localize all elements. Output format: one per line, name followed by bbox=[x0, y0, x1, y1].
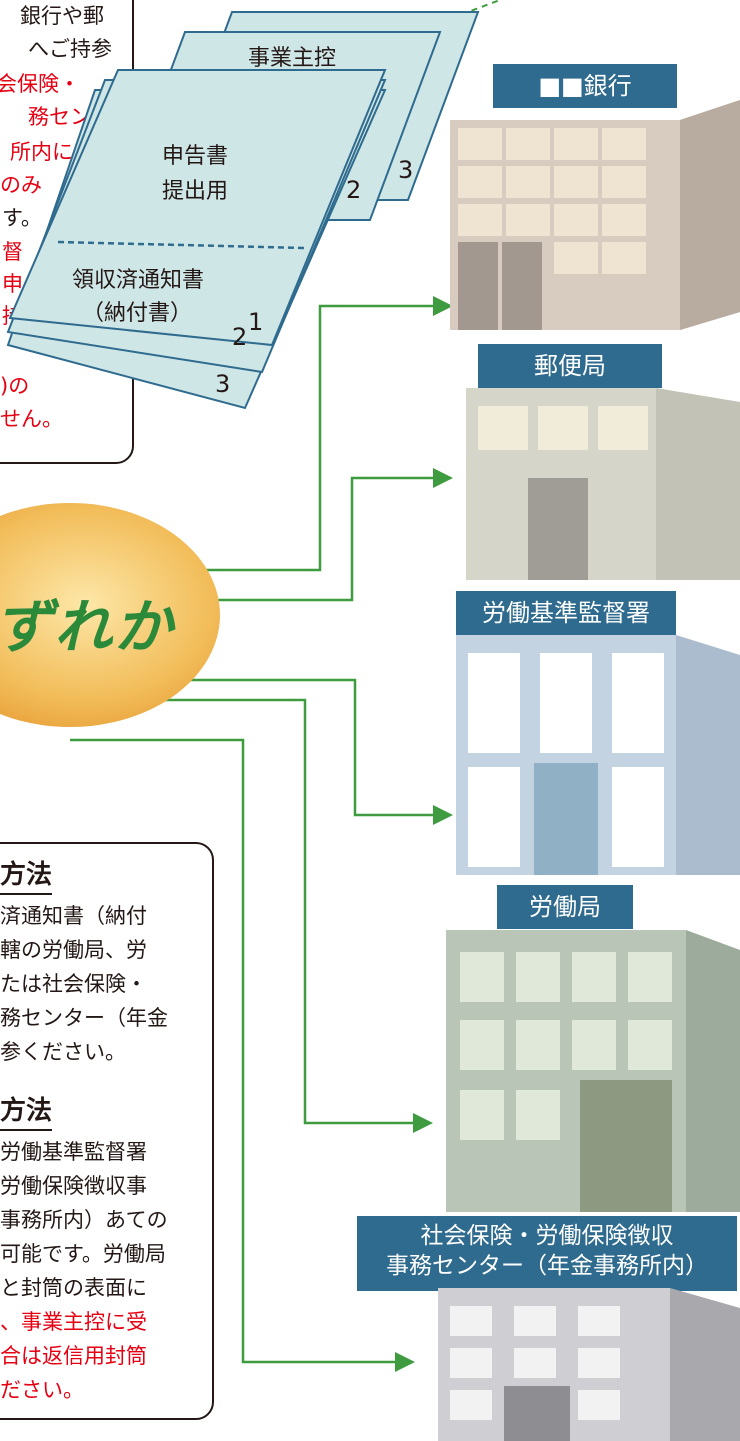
sheet1-number: 1 bbox=[248, 308, 264, 336]
center-oval-text: ずれか bbox=[0, 593, 175, 661]
top-line: )の bbox=[0, 374, 30, 398]
labor-standards-building-icon bbox=[456, 635, 740, 875]
method2-line: と封筒の表面に bbox=[0, 1276, 147, 1300]
method2-line: 合は返信用封筒 bbox=[0, 1344, 147, 1368]
submission-label-2: 提出用 bbox=[162, 179, 229, 204]
sheet2-number: 2 bbox=[346, 176, 362, 204]
top-line: 務セン bbox=[28, 105, 91, 129]
sheet2b-number: 2 bbox=[232, 323, 248, 351]
method2-line: 、事業主控に受 bbox=[0, 1310, 147, 1334]
method2-line: 労働基準監督署 bbox=[0, 1140, 147, 1164]
method1-line: たは社会保険・ bbox=[0, 972, 147, 996]
collection-center-label-line2: 事務センター（年金事務所内） bbox=[386, 1253, 708, 1279]
labor-bureau-building-icon bbox=[446, 930, 740, 1212]
top-line: へご持参 bbox=[28, 37, 112, 61]
sheet3-number: 3 bbox=[398, 156, 414, 184]
bottom-info-box bbox=[0, 842, 214, 1420]
top-line: 会保険・ bbox=[0, 72, 80, 96]
top-line: のみ bbox=[0, 173, 42, 197]
labor-standards-office-label: 労働基準監督署 bbox=[456, 591, 676, 635]
method1-line: 済通知書（納付 bbox=[0, 904, 147, 928]
top-line: 所内に bbox=[10, 140, 73, 164]
top-line: せん。 bbox=[0, 407, 63, 431]
bottom-info-text: 方法 済通知書（納付 轄の労働局、労 たは社会保険・ 務センター（年金 参くださ… bbox=[0, 842, 210, 1416]
method2-line: 労働保険徴収事 bbox=[0, 1174, 147, 1198]
method2-line: 事務所内）あての bbox=[0, 1208, 168, 1232]
arrow-to-center bbox=[70, 738, 415, 1372]
top-info-text: 銀行や郵 へご持参 会保険・ 務セン 所内に のみ す。 督 申 持 )の せん… bbox=[0, 0, 128, 460]
collection-center-label-line1: 社会保険・労働保険徴収 bbox=[420, 1223, 674, 1249]
collection-center-building-icon bbox=[438, 1288, 740, 1441]
method1-line: 轄の労働局、労 bbox=[0, 938, 147, 962]
bank-building-icon bbox=[450, 100, 740, 330]
top-line: 申 bbox=[2, 272, 23, 296]
method2-line: 可能です。労働局 bbox=[0, 1242, 166, 1266]
collection-center-label: 社会保険・労働保険徴収 事務センター（年金事務所内） bbox=[357, 1216, 737, 1291]
form-sheets bbox=[6, 0, 501, 410]
top-line: 督 bbox=[2, 240, 23, 264]
post-office-building-icon bbox=[466, 388, 740, 580]
sheet3b-number: 3 bbox=[215, 370, 231, 398]
center-oval bbox=[0, 503, 220, 727]
bank-label: ■■銀行 bbox=[493, 64, 677, 108]
arrow-to-labor-standards bbox=[160, 678, 453, 825]
labor-bureau-label: 労働局 bbox=[497, 885, 633, 929]
arrow-to-post-office bbox=[160, 468, 453, 602]
sheet3-label: 事業主控 bbox=[248, 46, 337, 71]
receipt-label-1: 領収済通知書 bbox=[72, 268, 205, 293]
arrow-to-labor-bureau bbox=[160, 698, 433, 1133]
method-heading-1: 方法 bbox=[0, 854, 53, 895]
arrow-to-bank bbox=[160, 296, 453, 572]
method-heading-2: 方法 bbox=[0, 1090, 53, 1131]
submission-label-1: 申告書 bbox=[162, 144, 229, 169]
method2-line: ださい。 bbox=[0, 1378, 84, 1402]
receipt-label-2: （納付書） bbox=[82, 301, 193, 326]
method1-line: 参ください。 bbox=[0, 1040, 126, 1064]
method1-line: 務センター（年金 bbox=[0, 1006, 168, 1030]
top-line: 銀行や郵 bbox=[20, 4, 104, 28]
top-line: す。 bbox=[2, 206, 42, 230]
post-office-label: 郵便局 bbox=[478, 344, 662, 388]
